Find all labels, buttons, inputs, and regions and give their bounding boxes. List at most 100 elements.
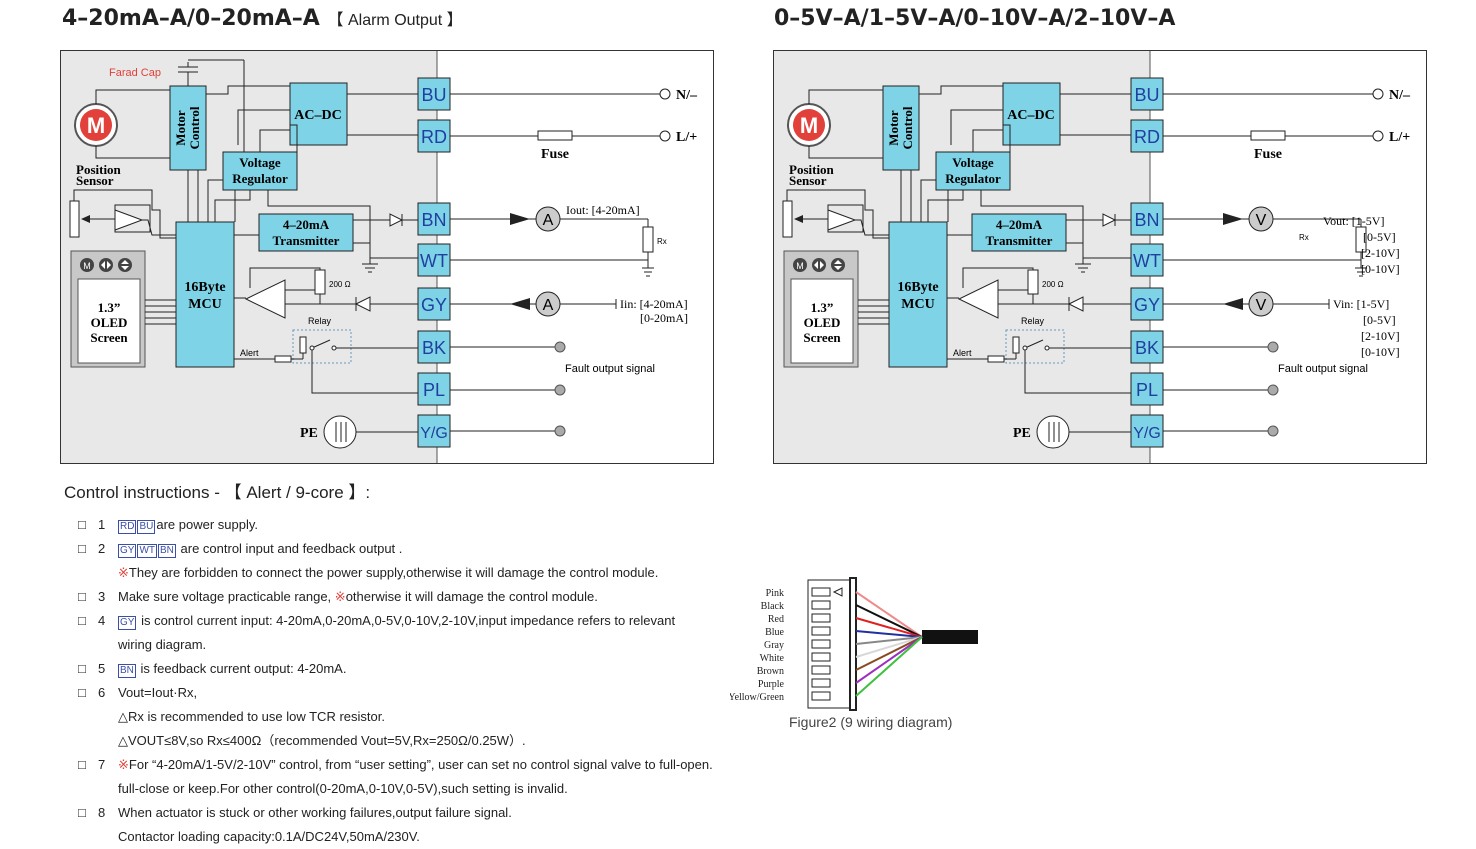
instruction-subtext: △VOUT≤8V,so Rx≤400Ω（recommended Vout=5V,… — [118, 733, 526, 748]
terminal-rd: RD — [1134, 127, 1160, 147]
instruction-row: wiring diagram. — [64, 633, 764, 657]
wire-label: Gray — [764, 640, 784, 651]
rx-label: Rx — [1299, 233, 1309, 242]
terminal-wt: WT — [420, 251, 448, 271]
motor-control-label-1: Motor — [173, 110, 188, 146]
instruction-subtext: full-close or keep.For other control(0-2… — [118, 781, 568, 796]
checkbox-icon: □ — [78, 685, 86, 700]
mcu-label-2: MCU — [901, 297, 934, 312]
warning-icon: ※ — [118, 565, 129, 580]
relay-box — [292, 329, 352, 364]
instruction-text: Vout=Iout·Rx, — [118, 685, 198, 700]
instruction-number: 5 — [98, 661, 106, 676]
motor-icon: M — [787, 103, 831, 147]
connector-edge — [849, 577, 857, 711]
wire-purple — [855, 636, 923, 684]
instruction-text: otherwise it will damage the control mod… — [345, 589, 598, 604]
iin-label-1: Iin: [4-20mA] — [620, 297, 688, 311]
instructions-heading: Control instructions - 【 Alert / 9-core … — [64, 483, 371, 502]
instruction-row: Contactor loading capacity:0.1A/DC24V,50… — [64, 825, 764, 849]
oled-label-1: 1.3” — [98, 300, 121, 315]
wire-label: Brown — [757, 666, 784, 677]
instruction-row: full-close or keep.For other control(0-2… — [64, 777, 764, 801]
instruction-text: are power supply. — [156, 517, 259, 532]
warning-icon: ※ — [118, 757, 129, 772]
terminal-yg: Y/G — [1133, 425, 1161, 442]
terminal-bu: BU — [421, 85, 446, 105]
iout-label: Iout: [4-20mA] — [566, 203, 640, 217]
pe-label: PE — [300, 426, 318, 441]
transmitter-label-1: 4–20mA — [283, 217, 330, 232]
instruction-text: For “4-20mA/1-5V/2-10V” control, from “u… — [128, 757, 713, 772]
wire-tag: BU — [137, 520, 156, 534]
farad-cap: Farad Cap — [109, 59, 245, 160]
motor-control-label-2: Control — [187, 106, 202, 149]
acdc-label: AC–DC — [294, 108, 341, 123]
oled-up-button — [834, 260, 842, 264]
pl-terminal-dot — [1267, 384, 1279, 396]
motor-symbol: M — [87, 113, 105, 138]
pe-ground-icon — [1036, 415, 1070, 449]
right-title: 0–5V–A/1–5V–A/0–10V–A/2–10V–A — [774, 6, 1175, 31]
resistor-200-label: 200 Ω — [329, 280, 351, 289]
wire-tag: GY — [118, 544, 137, 558]
connector-pin — [811, 587, 831, 597]
acdc-box — [289, 82, 348, 146]
right-title-main: 0–5V–A/1–5V–A/0–10V–A/2–10V–A — [774, 6, 1176, 31]
terminal-bn: BN — [1134, 210, 1159, 230]
pe-label: PE — [1013, 426, 1031, 441]
transmitter-label-2: Transmitter — [986, 233, 1053, 248]
acdc-box — [1002, 82, 1061, 146]
position-sensor-icon — [782, 200, 793, 238]
oled-screen — [790, 278, 854, 364]
wire-blue — [855, 630, 923, 638]
oled-label-2: OLED — [91, 315, 128, 330]
connector-pin — [811, 626, 831, 636]
wire-gray — [855, 636, 923, 645]
terminal-bk: BK — [1135, 338, 1159, 358]
instruction-number: 8 — [98, 805, 106, 820]
transmitter-box — [258, 213, 354, 252]
terminal-wt: WT — [1133, 251, 1161, 271]
input-meter-symbol: V — [1256, 297, 1267, 314]
relay-switch-icon — [311, 339, 331, 349]
wire-yellow-green — [855, 636, 923, 697]
connector-pin — [811, 652, 831, 662]
motor-control-label-2: Control — [900, 106, 915, 149]
bk-terminal-dot — [554, 341, 566, 353]
instruction-number: 3 — [98, 589, 106, 604]
fuse-icon — [537, 130, 573, 141]
transmitter-label-1: 4–20mA — [996, 217, 1043, 232]
terminal-rd: RD — [421, 127, 447, 147]
connector-pin — [811, 613, 831, 623]
oled-menu-button: M — [796, 261, 804, 271]
position-sensor-label-2: Sensor — [789, 173, 827, 188]
wire-tag: GY — [118, 616, 137, 630]
vout-label-3: [2-10V] — [1361, 246, 1400, 260]
warning-icon: ※ — [334, 589, 346, 604]
motor-control-label-1: Motor — [886, 110, 901, 146]
oled-left-button — [814, 261, 818, 269]
pin1-marker-icon — [832, 587, 843, 597]
pe-ground-icon — [323, 415, 357, 449]
checkbox-icon: □ — [78, 661, 86, 676]
wire-tag: WT — [137, 544, 157, 558]
instruction-row: △VOUT≤8V,so Rx≤400Ω（recommended Vout=5V,… — [64, 729, 764, 753]
left-title: 4–20mA–A/0–20mA–A 【 Alarm Output 】 — [62, 6, 463, 31]
position-sensor-icon — [69, 200, 80, 238]
n-label: N/– — [676, 88, 698, 103]
instruction-text: Make sure voltage practicable range, — [118, 589, 335, 604]
fuse-label: Fuse — [541, 147, 569, 162]
checkbox-icon: □ — [78, 613, 86, 628]
left-title-main: 4–20mA–A/0–20mA–A — [62, 6, 320, 31]
yg-terminal-dot — [554, 425, 566, 437]
farad-cap-label: Farad Cap — [109, 67, 161, 79]
connector-pin — [811, 665, 831, 675]
mcu-box — [175, 221, 235, 368]
connector-pin — [811, 678, 831, 688]
wire-label: Red — [768, 614, 784, 625]
